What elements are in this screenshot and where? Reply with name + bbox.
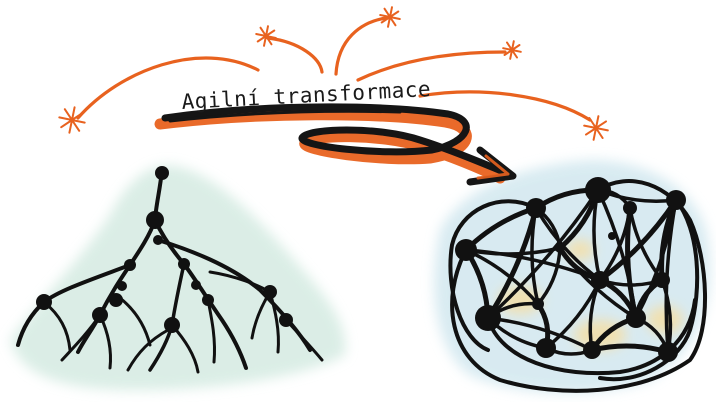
arrow-body [161, 103, 508, 176]
network-link [625, 205, 639, 321]
network-mesh [448, 177, 708, 393]
arrow-body-taper [168, 109, 402, 123]
spark-arc [334, 16, 388, 76]
network-link [597, 197, 679, 283]
network-link [485, 205, 539, 321]
spark-burst-icon [583, 115, 609, 141]
spark-arc [356, 50, 507, 82]
network-node [536, 338, 556, 358]
network-node [585, 177, 611, 203]
hierarchy-tree [16, 166, 324, 374]
arrow-shadow [154, 109, 506, 184]
network-wash [434, 160, 710, 393]
hierarchy-wash [10, 165, 346, 391]
tree-branch [126, 328, 170, 372]
network-node [532, 298, 544, 310]
spark-burst-icon [58, 106, 86, 134]
network-node [623, 201, 637, 215]
tree-node [279, 313, 293, 327]
tree-node [109, 293, 123, 307]
spark-burst-icon [379, 6, 401, 28]
network-node [555, 243, 565, 253]
network-loop [598, 198, 700, 382]
tree-node [263, 285, 277, 299]
network-link [486, 188, 600, 320]
network-node [666, 190, 686, 210]
tree-node [178, 258, 190, 270]
tree-node [191, 280, 201, 290]
network-node [591, 271, 609, 289]
network-node [583, 341, 601, 359]
network-node [526, 198, 546, 218]
tree-node [146, 211, 164, 229]
spark-arc [76, 56, 260, 120]
tree-node [155, 166, 169, 180]
transformation-arrow [154, 103, 517, 186]
network-node [654, 272, 670, 288]
tree-branch [118, 296, 152, 347]
arrow-head-shadow [476, 154, 510, 180]
tree-branch [76, 218, 157, 354]
tree-node [164, 317, 180, 333]
network-loop [448, 199, 538, 352]
spark-burst-icon [502, 40, 522, 60]
tree-node [92, 307, 108, 323]
network-node [658, 342, 678, 362]
tree-node [117, 281, 127, 291]
spark-arc [418, 90, 592, 122]
tree-node [153, 235, 163, 245]
network-node [455, 239, 477, 261]
network-node [626, 308, 646, 328]
orange-sparks [58, 6, 609, 141]
network-node [608, 232, 616, 240]
tree-node [202, 294, 214, 306]
spark-burst-icon [255, 25, 277, 47]
tree-node [36, 294, 52, 310]
spark-arc [266, 36, 324, 74]
network-node [475, 305, 501, 331]
tree-node [124, 259, 136, 271]
network-link [464, 248, 602, 282]
network-loop [486, 298, 697, 376]
